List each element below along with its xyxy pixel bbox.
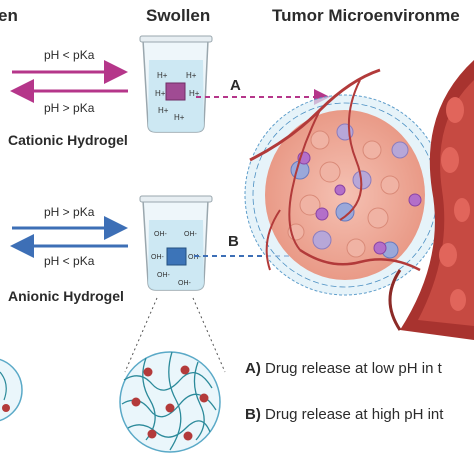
- anionic-beaker-icon: OH- OH- OH- OH- OH- OH-: [139, 195, 213, 291]
- anionic-drug-square-icon: [166, 247, 187, 266]
- anionic-title: Anionic Hydrogel: [8, 288, 124, 304]
- svg-text:H+: H+: [157, 71, 168, 80]
- arrow-a-letter: A: [230, 77, 241, 94]
- svg-text:OH-: OH-: [188, 254, 202, 261]
- svg-text:OH-: OH-: [151, 254, 165, 261]
- blood-vessel-icon: [388, 60, 474, 340]
- cationic-drug-square-icon: [165, 82, 186, 101]
- svg-text:OH-: OH-: [154, 231, 168, 238]
- anionic-bottom-label: pH < pKa: [44, 254, 95, 268]
- cationic-bottom-label: pH > pKa: [44, 101, 95, 115]
- arrow-b-letter: B: [228, 233, 239, 250]
- svg-text:H+: H+: [174, 113, 185, 122]
- svg-text:H+: H+: [155, 89, 166, 98]
- tumor-header: Tumor Microenvironme: [272, 6, 460, 25]
- cationic-beaker-icon: H+ H+ H+ H+ H+ H+: [139, 35, 213, 133]
- left-network-icon: [0, 358, 23, 422]
- legend-a-letter: A): [245, 360, 261, 377]
- cationic-top-label: pH < pKa: [44, 48, 95, 62]
- svg-text:H+: H+: [189, 89, 200, 98]
- legend-b-letter: B): [245, 406, 261, 423]
- svg-text:H+: H+: [186, 71, 197, 80]
- left-cut-header: en: [0, 6, 18, 25]
- svg-text:OH-: OH-: [184, 231, 198, 238]
- legend-a-text: Drug release at low pH in t: [265, 360, 442, 377]
- legend-a: A) Drug release at low pH in t: [245, 360, 442, 377]
- legend-b-text: Drug release at high pH int: [265, 406, 444, 423]
- svg-text:OH-: OH-: [178, 280, 192, 287]
- network-zoom-icon: [119, 351, 221, 453]
- legend-b: B) Drug release at high pH int: [245, 406, 443, 423]
- tumor-icon: [244, 68, 446, 296]
- swollen-header: Swollen: [146, 6, 211, 25]
- svg-text:OH-: OH-: [157, 272, 171, 279]
- anionic-top-label: pH > pKa: [44, 205, 95, 219]
- svg-text:H+: H+: [158, 106, 169, 115]
- cationic-title: Cationic Hydrogel: [8, 132, 128, 148]
